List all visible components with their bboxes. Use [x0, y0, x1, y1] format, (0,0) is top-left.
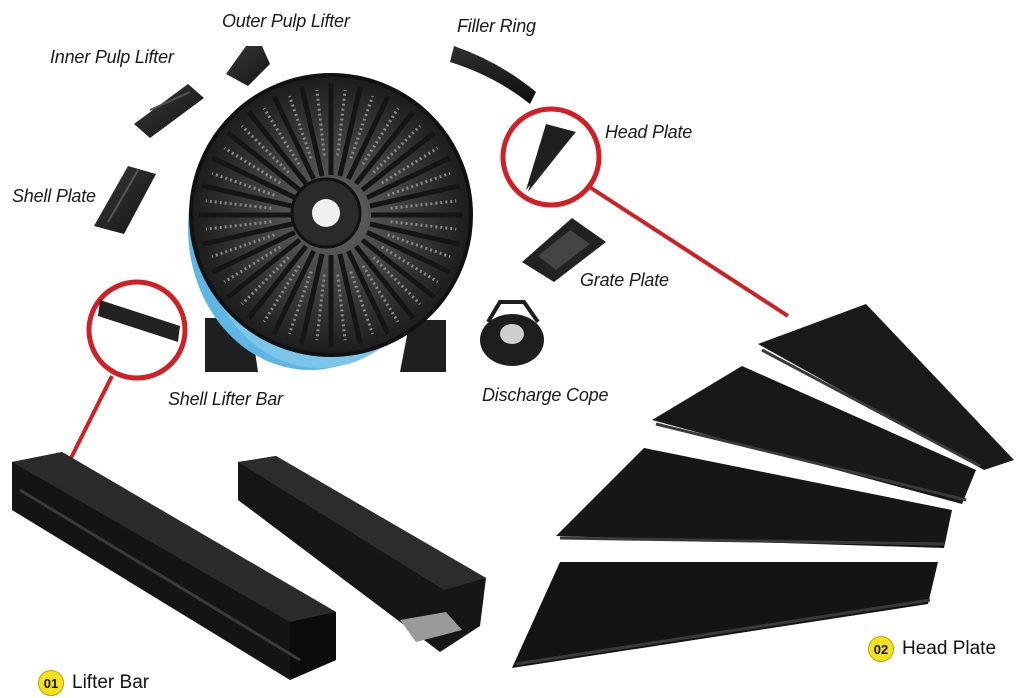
mill-spoke	[353, 110, 416, 186]
mill-grate-slot	[387, 171, 451, 197]
mill-grate-slot	[223, 146, 281, 185]
mill-grate-slot	[205, 220, 272, 231]
mill-spoke	[337, 253, 363, 345]
label-discharge-cope: Discharge Cope	[482, 385, 609, 405]
mill-spoke	[201, 221, 293, 247]
mill-grate-slot	[315, 89, 326, 156]
mill-grate-slot	[336, 89, 347, 156]
caption-head-plate: 02 Head Plate	[868, 636, 996, 662]
mill-spoke	[369, 221, 461, 247]
callout-circle-shell-lifter	[86, 279, 188, 381]
mill-spoke	[360, 130, 436, 193]
filler-ring-part	[450, 46, 536, 104]
mill-grate-slot	[336, 274, 347, 341]
mill-grate-slot	[287, 271, 313, 335]
mill-spoke	[346, 94, 391, 181]
mill-grate-slot	[387, 233, 451, 259]
mill-spoke	[337, 85, 363, 177]
mill-spoke	[246, 110, 309, 186]
lifter-bar-large	[12, 452, 336, 680]
mill-spoke	[299, 85, 325, 177]
callout-line-head-plate	[586, 184, 790, 318]
badge-number-01: 01	[38, 670, 64, 696]
mill-grate-spokes	[199, 83, 463, 347]
mill-grate-slot	[287, 95, 313, 159]
badge-number-02: 02	[868, 636, 894, 662]
mill-spoke	[226, 237, 302, 300]
mill-spoke	[299, 253, 325, 345]
caption-head-plate-text: Head Plate	[902, 638, 997, 659]
mill-spoke	[226, 130, 302, 193]
mill-spoke	[369, 183, 461, 209]
label-head-plate: Head Plate	[605, 122, 693, 142]
mill-spoke	[210, 230, 297, 275]
mill-spoke	[360, 237, 436, 300]
mill-grate-slot	[381, 245, 439, 284]
mill-spoke	[201, 183, 293, 209]
mill-spoke	[353, 244, 416, 320]
mill-grate-slot	[361, 107, 400, 165]
mill-spoke	[210, 155, 297, 200]
head-plate-segment-4	[512, 562, 938, 668]
mill-grate-slot	[361, 265, 400, 323]
outer-pulp-lifter-part	[226, 46, 270, 86]
mill-grate-slot	[205, 199, 272, 210]
mill-grate-slot	[240, 124, 290, 174]
head-plate-segment-3	[556, 448, 952, 548]
label-inner-pulp-lifter: Inner Pulp Lifter	[50, 47, 174, 67]
caption-lifter-bar: 01 Lifter Bar	[38, 670, 149, 696]
label-shell-plate: Shell Plate	[12, 186, 96, 206]
mill-spoke	[246, 244, 309, 320]
mill-grate-slot	[372, 124, 422, 174]
callout-circle-head-plate	[500, 106, 602, 208]
mill-grate-slot	[381, 146, 439, 185]
mill-grate-slot	[390, 199, 457, 210]
head-plate-segment-2	[652, 366, 976, 504]
discharge-cone-part	[480, 300, 544, 366]
mill-grate-slot	[315, 274, 326, 341]
lifter-bar-small	[238, 456, 486, 652]
mill-grate-slot	[349, 95, 375, 159]
mill-grate-slot	[223, 245, 281, 284]
mill-spoke	[365, 230, 452, 275]
mill-spoke	[365, 155, 452, 200]
label-filler-ring: Filler Ring	[457, 16, 536, 36]
mill-spoke	[271, 94, 316, 181]
label-grate-plate: Grate Plate	[580, 270, 669, 290]
mill-grate-slot	[262, 265, 301, 323]
caption-lifter-bar-text: Lifter Bar	[72, 672, 150, 693]
mill-grate-slot	[390, 220, 457, 231]
mill-spoke	[346, 249, 391, 336]
mill-grate-slot	[240, 256, 290, 306]
mill-stand	[400, 320, 446, 372]
mill-grate-slot	[349, 271, 375, 335]
head-plate-segment-1	[758, 304, 1014, 470]
mill-assembly	[188, 73, 473, 372]
mill-grate-slot	[211, 233, 275, 259]
mill-grate-slot	[211, 171, 275, 197]
label-outer-pulp-lifter: Outer Pulp Lifter	[222, 11, 350, 31]
mill-spoke	[271, 249, 316, 336]
label-shell-lifter-bar: Shell Lifter Bar	[168, 389, 283, 409]
mill-grate-slot	[262, 107, 301, 165]
inner-pulp-lifter-part	[134, 84, 204, 138]
mill-grate-slot	[372, 256, 422, 306]
callout-line-lifter-bar	[68, 375, 114, 461]
shell-plate-part	[94, 166, 156, 234]
